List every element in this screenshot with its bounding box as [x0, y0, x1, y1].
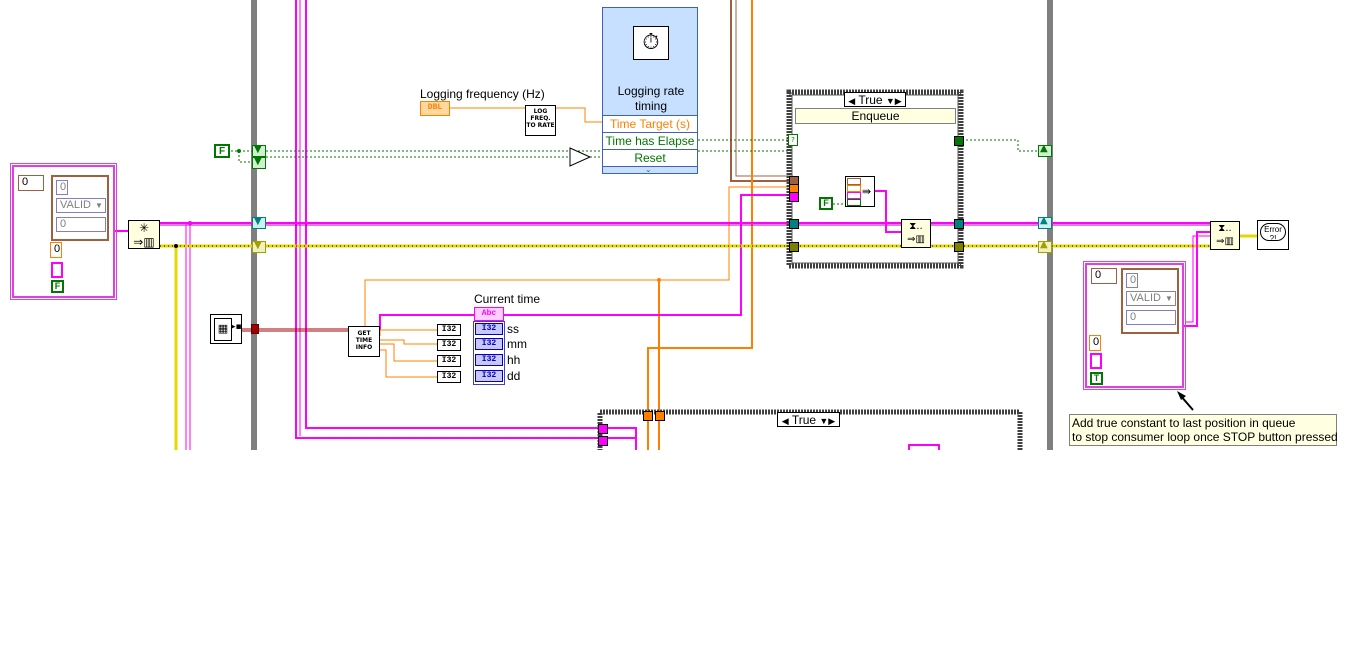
current-time-indicator[interactable]: Abc — [474, 307, 504, 321]
bool-false-top[interactable]: F — [214, 144, 230, 158]
mm-label: mm — [507, 337, 527, 351]
enqueue-icon-2: ⧗..⇒▥ — [1216, 223, 1234, 247]
i32-node-dd: I32 — [437, 371, 461, 383]
valid-ring-right[interactable]: VALID▼ — [1126, 291, 1176, 306]
logging-frequency-label: Logging frequency (Hz) — [420, 87, 545, 101]
obtain-queue-node[interactable]: ✳⇒▥ — [128, 220, 160, 249]
current-time-label: Current time — [474, 292, 541, 306]
bundle-node[interactable]: ⇛ — [845, 176, 875, 207]
cluster-constant-left[interactable]: 0 0 VALID▼ 0 0 F — [10, 163, 117, 300]
status-field[interactable]: 0 — [56, 180, 68, 195]
dropdown-arrow-icon-bottom[interactable]: ▼▶ — [819, 416, 836, 426]
shift-register-left-1: ▼ — [252, 144, 266, 157]
mm-indicator[interactable]: I32 — [475, 338, 503, 350]
calendar-icon: ▦ — [214, 318, 232, 341]
stopwatch-icon: ⏱ — [633, 26, 669, 60]
string-wire-vertical-2 — [305, 0, 602, 429]
cluster-index[interactable]: 0 — [18, 175, 44, 191]
decrement-arrow-icon[interactable]: ◀ — [848, 96, 856, 106]
queue-icon: ✳⇒▥ — [133, 221, 155, 249]
not-equal-node — [569, 147, 592, 167]
comment-line-2: to stop consumer loop once STOP button p… — [1072, 430, 1338, 444]
i32-node-ss: I32 — [437, 324, 461, 336]
comment-note: Add true constant to last position in qu… — [1069, 414, 1338, 446]
cluster-constant-right[interactable]: 0 0 VALID▼ 0 0 T — [1083, 261, 1186, 390]
comment-line-1: Add true constant to last position in qu… — [1072, 416, 1296, 430]
bool-true-constant[interactable]: T — [1090, 372, 1103, 385]
get-date-time-node[interactable]: ▦ ▸▪ — [210, 314, 242, 344]
string-constant-right[interactable] — [1090, 353, 1102, 369]
code-field[interactable]: 0 — [56, 217, 106, 232]
bool-false-enqueue[interactable]: F — [819, 197, 833, 210]
shift-register-left-2: ▼ — [252, 156, 266, 169]
enqueue-icon: ⧗..⇒▥ — [907, 221, 925, 245]
bottom-case-string-node — [908, 444, 940, 450]
numeric-wire-freq — [450, 107, 603, 123]
numeric-constant-right[interactable]: 0 — [1089, 335, 1101, 351]
numeric-constant[interactable]: 0 — [50, 242, 62, 258]
shift-register-right-1: ▲ — [1038, 143, 1052, 157]
dropdown-arrow-icon[interactable]: ▼▶ — [885, 96, 902, 106]
case-selector-bottom[interactable]: ◀ True ▼▶ — [777, 412, 840, 427]
dd-indicator[interactable]: I32 — [475, 370, 503, 382]
status-field-right[interactable]: 0 — [1126, 273, 1138, 288]
hh-label: hh — [507, 353, 521, 367]
code-field-right[interactable]: 0 — [1126, 310, 1176, 325]
numeric-wire-vertical — [647, 0, 753, 450]
cluster-index-right[interactable]: 0 — [1091, 268, 1117, 284]
log-freq-to-rate-subvi[interactable]: LOG FREQ. TO RATE — [525, 105, 556, 136]
i32-node-mm: I32 — [437, 339, 461, 351]
i32-node-hh: I32 — [437, 355, 461, 367]
string-constant[interactable] — [51, 262, 63, 278]
bool-false-constant[interactable]: F — [51, 280, 64, 293]
valid-ring[interactable]: VALID▼ — [56, 198, 106, 213]
timing-title: Logging rate timing — [617, 84, 685, 113]
terminal-time-target[interactable]: Time Target (s) — [603, 115, 697, 132]
logging-rate-timing-vi[interactable]: ⏱ Logging rate timing Time Target (s) Ti… — [602, 7, 698, 174]
ss-label: ss — [507, 322, 519, 336]
terminal-reset[interactable]: Reset — [603, 149, 697, 167]
case-selector-top[interactable]: ◀ True ▼▶ — [844, 92, 906, 107]
ss-indicator[interactable]: I32 — [475, 323, 503, 335]
enqueue-subdiagram-label: Enqueue — [795, 108, 956, 124]
enqueue-element-node[interactable]: ⧗..⇒▥ — [901, 219, 931, 248]
enqueue-element-node-2[interactable]: ⧗..⇒▥ — [1210, 221, 1240, 250]
queue-shift-register-right: ▲ — [1038, 215, 1052, 229]
expand-chevron-icon[interactable]: ⌄ — [645, 165, 652, 174]
dd-label: dd — [507, 369, 521, 383]
queue-shift-register-left: ▼ — [252, 216, 266, 229]
error-shift-register-left: ▼ — [252, 240, 266, 253]
terminal-time-elapsed[interactable]: Time has Elapse — [603, 132, 697, 149]
simple-error-handler[interactable]: Error ?! — [1257, 220, 1289, 250]
get-time-info-subvi[interactable]: GET TIME INFO — [348, 326, 380, 357]
error-shift-register-right: ▲ — [1038, 239, 1052, 253]
logging-frequency-control[interactable]: DBL — [420, 101, 450, 116]
cluster-wire — [730, 0, 793, 182]
hh-indicator[interactable]: I32 — [475, 354, 503, 366]
decrement-arrow-icon-bottom[interactable]: ◀ — [781, 416, 789, 426]
time-tunnel — [251, 324, 259, 334]
